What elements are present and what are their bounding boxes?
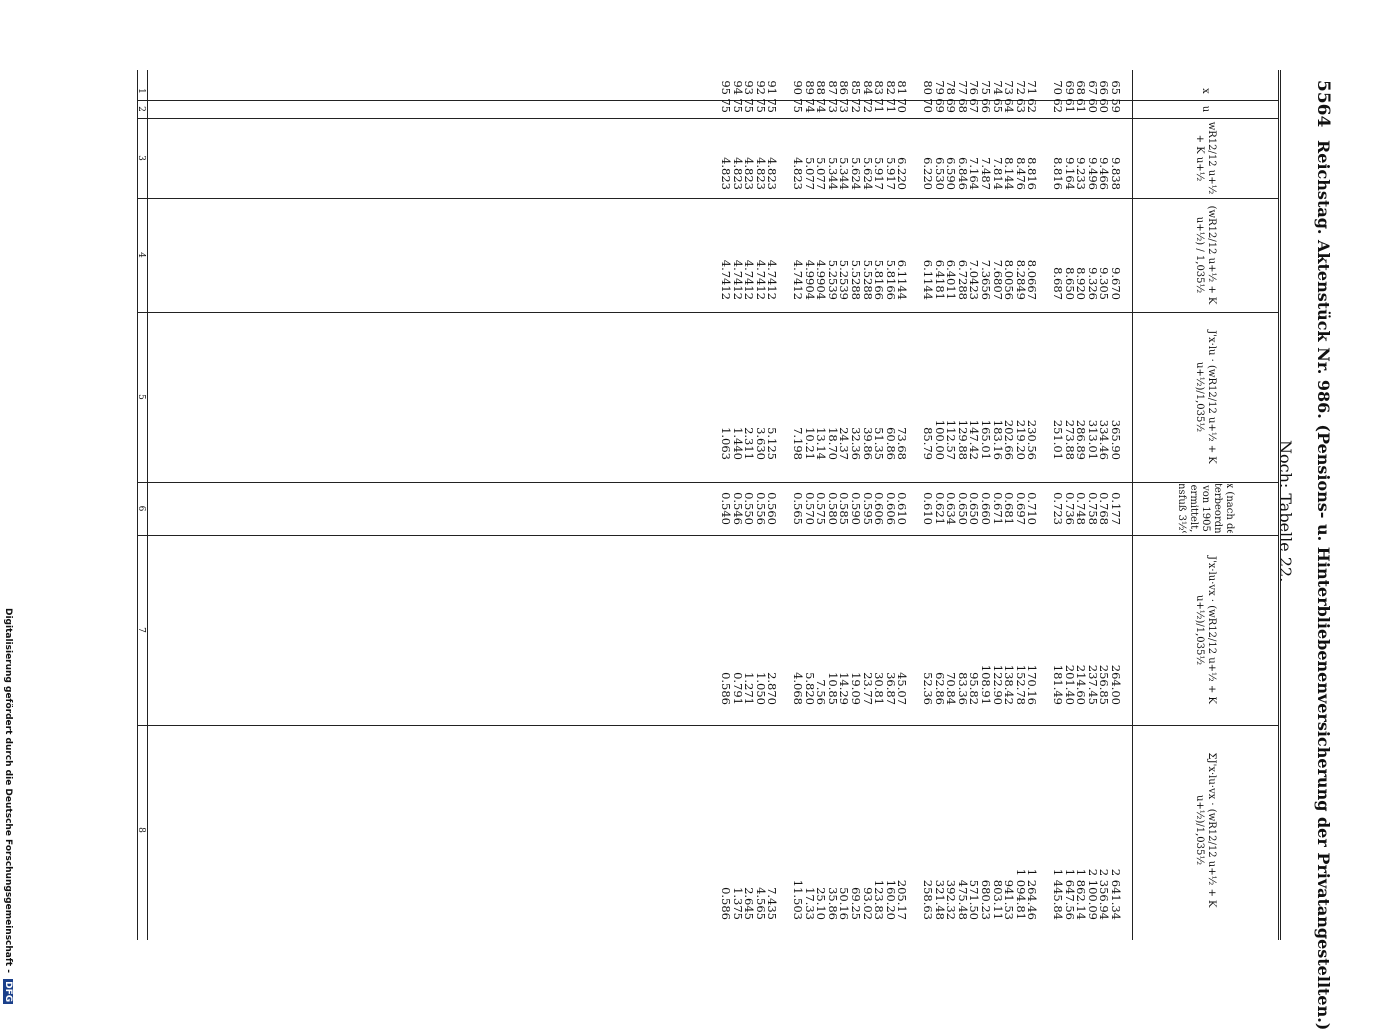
scanned-page: 5564 Reichstag. Aktenstück Nr. 986. (Pen…: [3, 0, 1333, 1030]
cell-col-4: 4.7412: [791, 259, 805, 300]
cell-col-4: 5.5288: [849, 259, 863, 300]
cell-col-3: 5.624: [849, 157, 863, 190]
cell-col-8: 11.503: [791, 879, 805, 920]
cell-col-4: 6.1144: [921, 259, 935, 300]
cell-col-3: 4.823: [719, 157, 733, 190]
column-number-3: 3: [136, 155, 146, 161]
column-number-4: 4: [136, 252, 146, 258]
digitization-text: Digitalisierung gefördert durch die Deut…: [3, 608, 13, 973]
dfg-logo: DFG: [3, 979, 13, 1005]
cell-col-3: 9.838: [1109, 157, 1123, 190]
column-header-6: vx (nach der Absterbeordnung von 1905 er…: [1176, 484, 1236, 533]
cell-col-1: 95: [719, 80, 733, 95]
cell-col-2: 75: [719, 98, 733, 113]
cell-col-7: 181.49: [1051, 664, 1065, 705]
column-header-1: x: [1200, 88, 1212, 94]
table-row: 90 75 4.823 4.7412 7.198 0.565 4.068 11.503: [791, 0, 805, 1000]
table-row: 75 66 7.487 7.3656 165.01 0.660 108.91 680.23: [979, 0, 993, 1000]
cell-col-3: 6.220: [921, 157, 935, 190]
cell-col-5: 7.198: [791, 427, 805, 460]
cell-col-1: 70: [1051, 80, 1065, 95]
header-bottom-rule: [1132, 70, 1133, 940]
column-header-3: wR12/12 u+½ + K u+½: [1194, 121, 1218, 195]
cell-col-4: 8.687: [1051, 267, 1065, 300]
rotated-page-content: 5564 Reichstag. Aktenstück Nr. 986. (Pen…: [3, 0, 1333, 1030]
digitization-note: Digitalisierung gefördert durch die Deut…: [3, 608, 13, 1005]
cell-col-7: 4.068: [791, 672, 805, 705]
cell-col-6: 0.177: [1109, 492, 1123, 525]
cell-col-2: 72: [849, 98, 863, 113]
cell-col-8: 1 445.84: [1051, 868, 1065, 920]
cell-col-6: 0.660: [979, 492, 993, 525]
cell-col-4: 9.670: [1109, 267, 1123, 300]
column-header-5: J'x·lu · (wR12/12 u+½ + K u+½)/1,035½: [1194, 330, 1218, 464]
cell-col-4: 4.7412: [719, 259, 733, 300]
cell-col-8: 0.586: [719, 887, 733, 920]
cell-col-1: 90: [791, 80, 805, 95]
cell-col-1: 65: [1109, 80, 1123, 95]
cell-col-7: 0.586: [719, 672, 733, 705]
column-header-7: J'x·lu·vx · (wR12/12 u+½ + K u+½)/1,035½: [1194, 556, 1218, 704]
cell-col-6: 0.565: [791, 492, 805, 525]
table-row: 80 70 6.220 6.1144 85.79 0.610 52.36 258.63: [921, 0, 935, 1000]
cell-col-5: 85.79: [921, 427, 935, 460]
cell-col-3: 7.487: [979, 157, 993, 190]
column-number-2: 2: [136, 106, 146, 112]
table-row: 85 72 5.624 5.5288 32.36 0.590 19.09 69.25: [849, 0, 863, 1000]
cell-col-1: 75: [979, 80, 993, 95]
cell-col-5: 32.36: [849, 427, 863, 460]
cell-col-2: 62: [1051, 98, 1065, 113]
cell-col-7: 264.00: [1109, 664, 1123, 705]
cell-col-7: 108.91: [979, 664, 993, 705]
column-number-6: 6: [136, 505, 146, 512]
cell-col-8: 69.25: [849, 887, 863, 920]
col-number-rule: [147, 70, 148, 940]
page-title: Reichstag. Aktenstück Nr. 986. (Pensions…: [1314, 140, 1333, 1030]
cell-col-6: 0.540: [719, 492, 733, 525]
column-header-4: (wR12/12 u+½ + K u+½) / 1,035½: [1194, 205, 1218, 305]
cell-col-5: 365.90: [1109, 419, 1123, 460]
cell-col-1: 80: [921, 80, 935, 95]
table-top-rule: [1278, 70, 1281, 940]
cell-col-7: 52.36: [921, 672, 935, 705]
cell-col-5: 1.063: [719, 427, 733, 460]
cell-col-2: 66: [979, 98, 993, 113]
cell-col-6: 0.590: [849, 492, 863, 525]
cell-col-3: 8.816: [1051, 157, 1065, 190]
cell-col-1: 85: [849, 80, 863, 95]
cell-col-5: 251.01: [1051, 419, 1065, 460]
column-number-1: 1: [136, 88, 146, 94]
column-number-5: 5: [136, 394, 146, 400]
cell-col-4: 7.3656: [979, 259, 993, 300]
column-header-2: u: [1200, 105, 1212, 113]
cell-col-7: 19.09: [849, 672, 863, 705]
column-header-8: ΣJ'x·lu·vx · (wR12/12 u+½ + K u+½)/1,035…: [1194, 752, 1218, 908]
cell-col-8: 680.23: [979, 879, 993, 920]
table-row: 95 75 4.823 4.7412 1.063 0.540 0.586 0.586: [719, 0, 733, 1000]
cell-col-8: 2 641.34: [1109, 868, 1123, 920]
cell-col-8: 258.63: [921, 879, 935, 920]
column-number-8: 8: [136, 827, 146, 833]
cell-col-3: 4.823: [791, 157, 805, 190]
cell-col-5: 165.01: [979, 419, 993, 460]
cell-col-2: 59: [1109, 98, 1123, 113]
cell-col-2: 75: [791, 98, 805, 113]
table-row: 70 62 8.816 8.687 251.01 0.723 181.49 1 445.84: [1051, 0, 1065, 1000]
column-number-7: 7: [136, 627, 146, 633]
cell-col-6: 0.723: [1051, 492, 1065, 525]
table-row: 65 59 9.838 9.670 365.90 0.177 264.00 2 641.34: [1109, 0, 1123, 1000]
cell-col-6: 0.610: [921, 492, 935, 525]
cell-col-2: 70: [921, 98, 935, 113]
page-number: 5564: [1313, 80, 1333, 128]
